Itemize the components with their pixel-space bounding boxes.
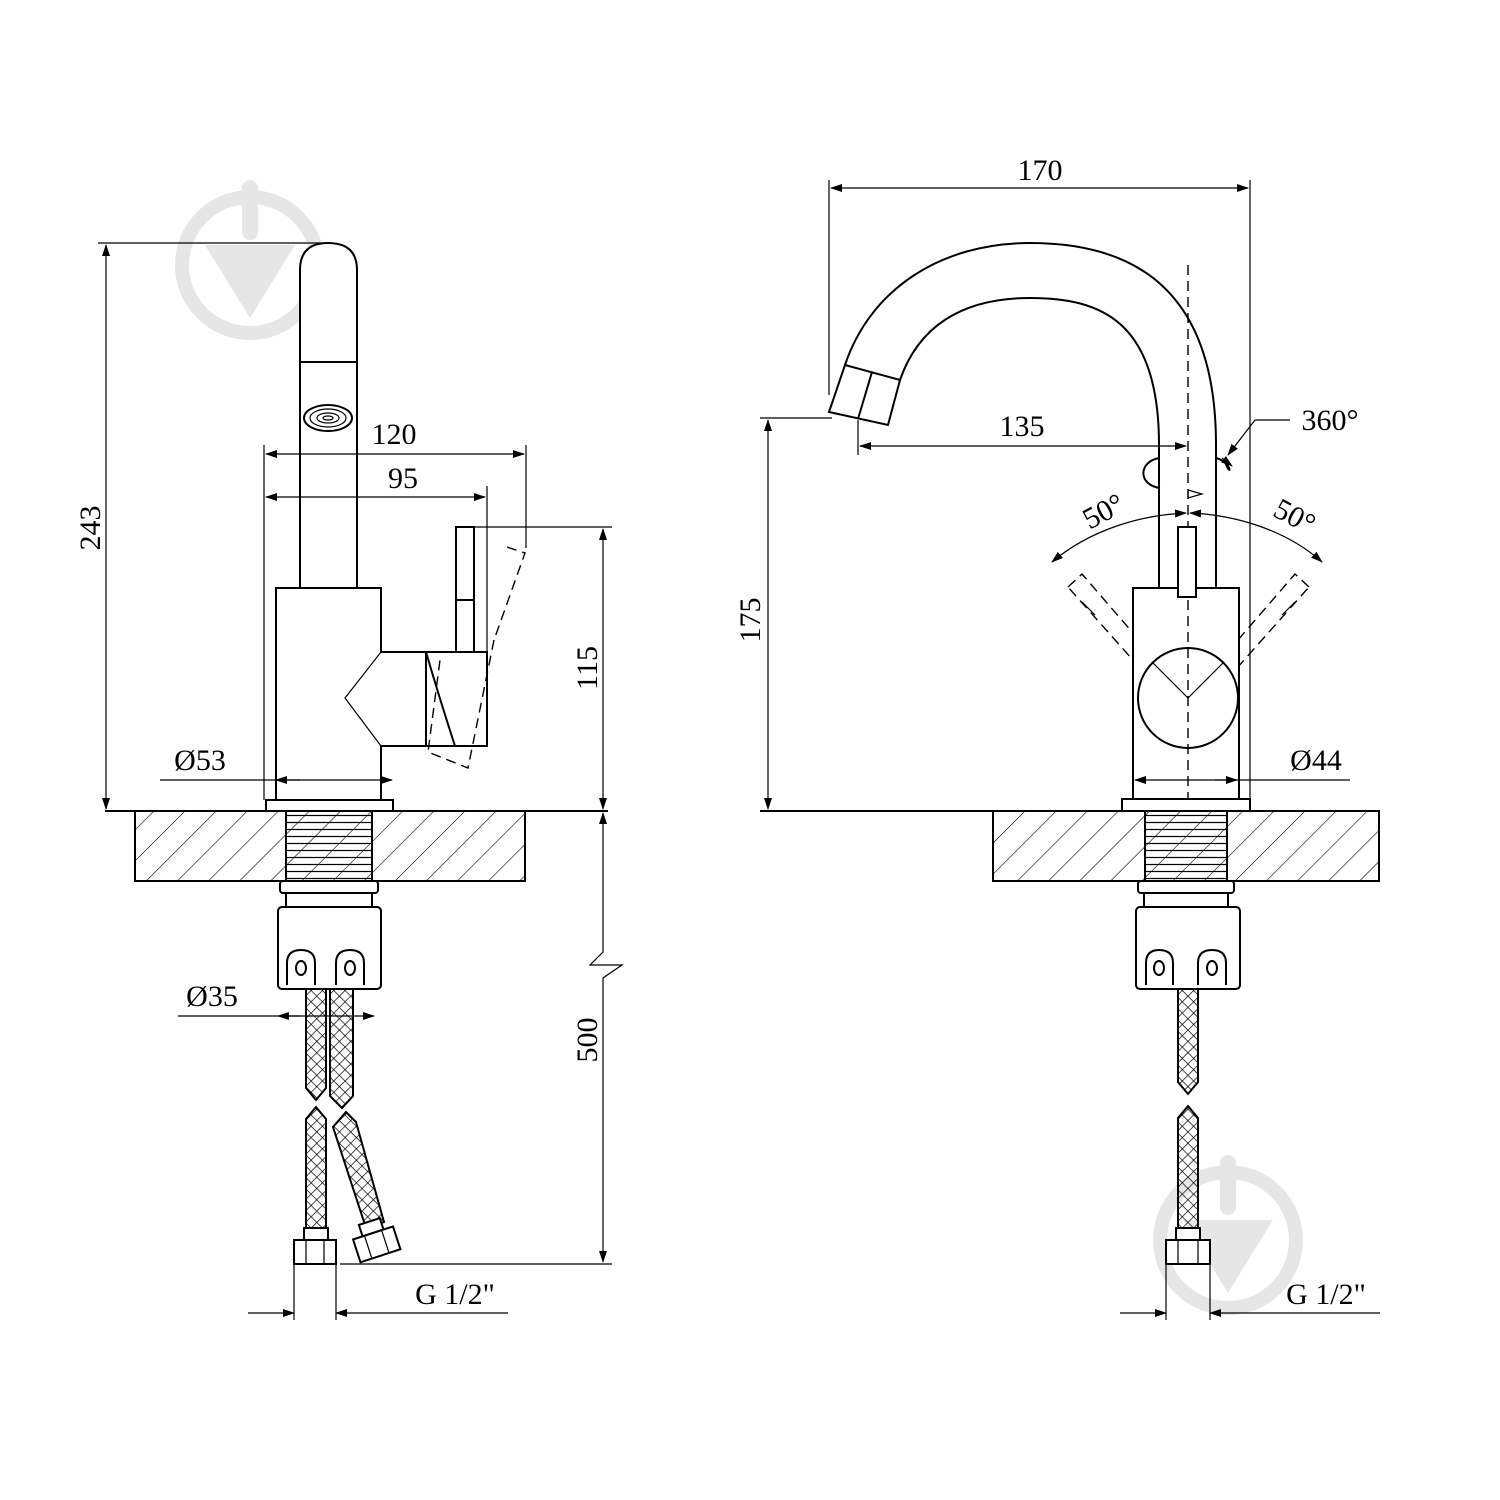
dim-spout-reach: 135 (1000, 410, 1045, 443)
watermark-logo-top (175, 180, 325, 340)
dim-body-diameter-side: Ø53 (174, 744, 226, 777)
mounting-thread-right (1144, 810, 1228, 882)
lever-alt-positions-front (1067, 572, 1310, 670)
mixer-body-side (275, 587, 427, 801)
lever-alt-position (427, 546, 526, 769)
dim-hose-block-diameter: Ø35 (186, 980, 238, 1013)
hose-upper-left (305, 988, 327, 1102)
dimensions-side: 243 120 95 115 Ø53 Ø35 50 (74, 242, 624, 1320)
hose-connector-icon (286, 948, 365, 985)
dim-lever-angle-left: 50° (1077, 487, 1130, 536)
hose-upper-right (329, 988, 354, 1110)
dimensions-front: 170 135 360° 50° 50° 175 Ø44 (734, 154, 1380, 1320)
dim-thread-left: G 1/2" (415, 1278, 495, 1311)
side-view: 243 120 95 115 Ø53 Ø35 50 (74, 241, 624, 1320)
dim-reach-lever: 120 (372, 418, 417, 451)
lever-handle-side (455, 526, 475, 653)
dim-swivel: 360° (1302, 404, 1359, 437)
dim-body-height: 115 (571, 646, 604, 690)
front-view: 170 135 360° 50° 50° 175 Ø44 (734, 154, 1380, 1320)
dim-body-diameter-front: Ø44 (1290, 744, 1342, 777)
dim-lever-angle-right: 50° (1268, 492, 1321, 541)
swivel-icon (1142, 456, 1233, 499)
hose-upper-front (1177, 988, 1199, 1096)
hose-lower-left (305, 1105, 327, 1229)
dim-spout-height: 175 (734, 598, 767, 643)
dim-total-height: 243 (74, 506, 107, 551)
hose-lower-right (331, 1110, 386, 1230)
dim-reach-body: 95 (388, 462, 418, 495)
watermark-logo-bottom (1153, 1155, 1303, 1315)
mounting-thread-left (285, 810, 373, 882)
dim-thread-right: G 1/2" (1286, 1278, 1366, 1311)
spout-arch-front (899, 296, 1160, 588)
dim-hose-length: 500 (571, 1018, 604, 1063)
dim-spout-width: 170 (1018, 154, 1063, 187)
hose-connector-icon-front (1145, 948, 1227, 985)
hose-lower-front (1177, 1104, 1199, 1229)
aerator-icon (303, 404, 353, 432)
